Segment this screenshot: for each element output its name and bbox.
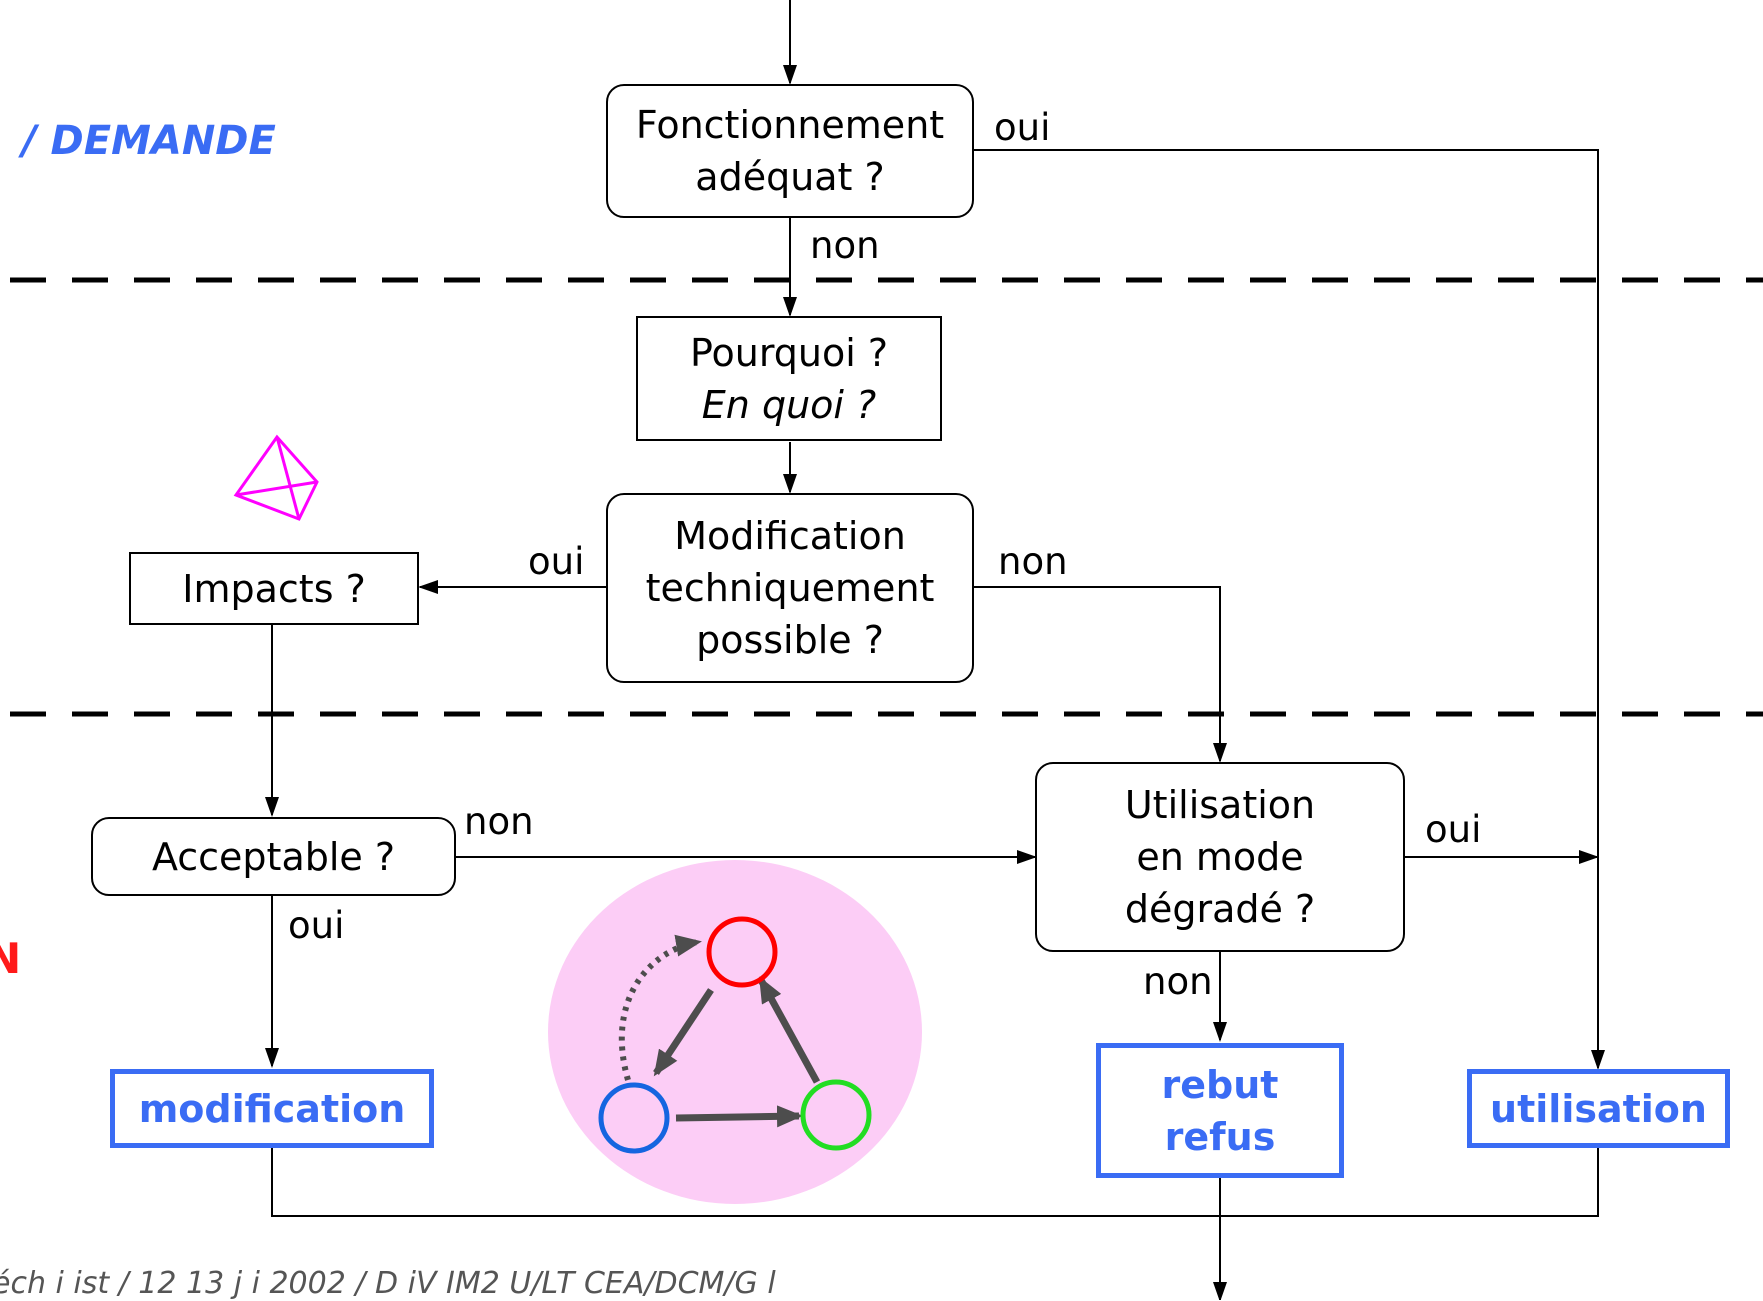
label-oui-mid: oui xyxy=(528,540,585,583)
label-non-top: non xyxy=(810,224,880,267)
box-modification-possible: Modification techniquement possible ? xyxy=(606,493,974,683)
outcome-modification: modification xyxy=(110,1069,434,1148)
tetrahedron-icon xyxy=(233,434,319,521)
cycle-node-green xyxy=(800,1079,872,1151)
label-non-mid: non xyxy=(998,540,1068,583)
outcome-refus-label: refus xyxy=(1164,1114,1276,1159)
box-fonctionnement-line-1: Fonctionnement xyxy=(635,103,945,147)
label-non-accept: non xyxy=(464,800,534,843)
box-acceptable: Acceptable ? xyxy=(91,817,456,896)
label-oui-top: oui xyxy=(994,106,1051,149)
cycle-arrow-green-to-red xyxy=(757,976,821,1084)
box-modification-line-2: techniquement xyxy=(645,566,935,610)
box-impacts: Impacts ? xyxy=(129,552,419,625)
arrow-oui-to-utilisation xyxy=(974,149,1605,1070)
cycle-node-blue xyxy=(598,1082,670,1154)
cycle-arrow-red-to-blue xyxy=(653,988,714,1077)
box-utilisation-degrade-line-3: dégradé ? xyxy=(1124,887,1316,931)
outcome-rebut-label: rebut xyxy=(1161,1062,1279,1107)
arrow-non-to-utilisation-degrade xyxy=(974,586,1227,763)
line-bottom-merge xyxy=(271,1146,1599,1217)
red-mark-n: N xyxy=(0,934,22,983)
label-oui-util: oui xyxy=(1425,808,1482,851)
side-title-demande: / DEMANDE xyxy=(22,118,276,164)
cycle-node-red xyxy=(706,916,778,988)
box-utilisation-degrade-line-2: en mode xyxy=(1136,835,1304,879)
cycle-arrow-blue-to-green xyxy=(675,1105,803,1128)
box-fonctionnement-line-2: adéquat ? xyxy=(695,155,885,199)
label-non-util: non xyxy=(1143,960,1213,1003)
cycle-background xyxy=(548,860,922,1204)
box-fonctionnement: Fonctionnement adéquat ? xyxy=(606,84,974,218)
footer-text: éch i ist / 12 13 j i 2002 / D iV IM2 U/… xyxy=(0,1266,776,1301)
outcome-utilisation-label: utilisation xyxy=(1490,1086,1707,1131)
box-pourquoi-line-2: En quoi ? xyxy=(701,382,877,427)
outcome-modification-label: modification xyxy=(138,1086,406,1131)
box-pourquoi-line-1: Pourquoi ? xyxy=(689,330,889,375)
box-utilisation-degrade-line-1: Utilisation xyxy=(1124,783,1316,827)
box-acceptable-line-1: Acceptable ? xyxy=(151,834,396,879)
label-oui-accept: oui xyxy=(288,904,345,947)
box-impacts-line-1: Impacts ? xyxy=(182,566,366,611)
outcome-utilisation: utilisation xyxy=(1467,1069,1730,1148)
outcome-rebut-refus: rebut refus xyxy=(1096,1043,1344,1178)
box-modification-line-3: possible ? xyxy=(696,618,884,662)
box-utilisation-degrade: Utilisation en mode dégradé ? xyxy=(1035,762,1405,952)
box-pourquoi: Pourquoi ? En quoi ? xyxy=(636,316,942,441)
box-modification-line-1: Modification xyxy=(674,514,906,558)
cycle-diagram xyxy=(548,860,922,1204)
